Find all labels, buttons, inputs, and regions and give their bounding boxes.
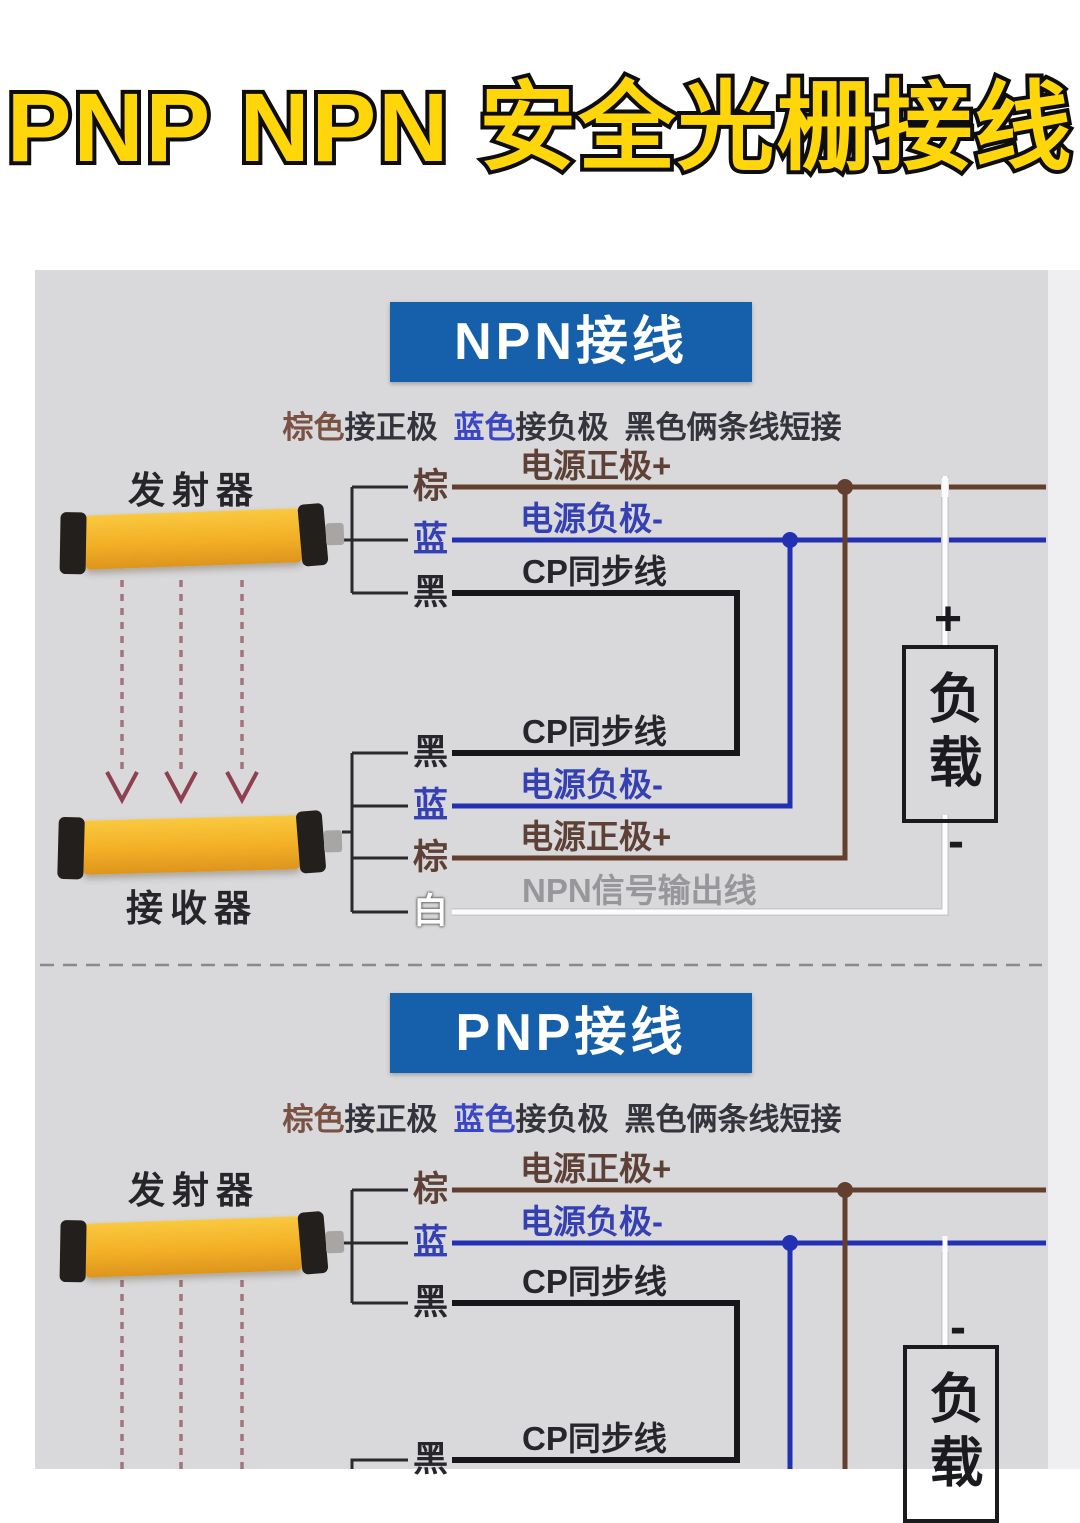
pnp-label-cp-sync: CP同步线	[522, 1263, 667, 1300]
pnp-transmitter-endcap-right	[297, 1210, 329, 1275]
npn-transmitter-bar	[59, 502, 345, 575]
npn-label-power-positive: 电源正极+	[520, 447, 672, 484]
pnp-subtitle: 棕色接正极蓝色接负极黑色俩条线短接	[202, 1094, 922, 1139]
pnp-transmitter-endcap-left	[59, 1219, 87, 1283]
npn-transmitter-label: 发射器	[128, 470, 260, 511]
pnp-subtitle-blue: 蓝色	[453, 1102, 516, 1137]
npn-terminal-brown: 棕	[413, 467, 449, 506]
npn-label-cp-sync: CP同步线	[522, 553, 667, 590]
pnp-load-minus-sign: -	[950, 1301, 966, 1354]
pnp-terminal-blue: 蓝	[413, 1223, 449, 1262]
wiring-infographic: { "title": "PNP NPN 安全光栅接线", "colors": {…	[2, 69, 1080, 1523]
npn-receiver-endcap-right	[295, 809, 327, 874]
pnp-transmitter-bar	[59, 1210, 345, 1283]
npn-subtitle-blue: 蓝色	[453, 410, 516, 445]
npn-subtitle: 棕色接正极蓝色接负极黑色俩条线短接	[202, 402, 922, 447]
pnp-subtitle-brown: 棕色	[282, 1102, 345, 1137]
pnp-load-box: 负载	[903, 1345, 999, 1523]
pnp-label-power-negative: 电源负极-	[520, 1203, 663, 1240]
npn-load-plus-sign: +	[933, 593, 963, 646]
npn-subtitle-brown: 棕色	[282, 410, 345, 445]
npn-label-power-positive-rx: 电源正极+	[520, 818, 672, 855]
npn-transmitter-endcap-left	[59, 511, 87, 575]
panel-right-margin	[1048, 270, 1080, 1469]
npn-receiver-endcap-left	[57, 816, 85, 880]
npn-load-minus-sign: -	[948, 815, 964, 868]
pnp-label-cp-sync-rx: CP同步线	[522, 1420, 667, 1457]
pnp-terminal-black: 黑	[413, 1283, 449, 1322]
npn-terminal-brown-rx: 棕	[413, 838, 449, 877]
pnp-terminal-black-rx: 黑	[413, 1440, 449, 1479]
npn-subtitle-part3: 接负极	[515, 410, 609, 445]
npn-terminal-blue: 蓝	[413, 520, 449, 559]
pnp-transmitter-label: 发射器	[128, 1170, 260, 1211]
pnp-transmitter-connector	[325, 1230, 345, 1254]
pnp-section-banner: PNP接线	[390, 993, 752, 1073]
pnp-label-power-positive: 电源正极+	[520, 1150, 672, 1187]
pnp-load-label: 负载	[921, 1370, 981, 1498]
npn-terminal-black-rx: 黑	[413, 733, 449, 772]
npn-receiver-connector	[323, 830, 343, 853]
pnp-subtitle-part1: 接正极	[344, 1102, 438, 1137]
npn-transmitter-endcap-right	[297, 502, 329, 567]
pnp-subtitle-part3: 接负极	[515, 1102, 609, 1137]
npn-transmitter-connector	[325, 522, 345, 546]
npn-subtitle-part4: 黑色俩条线短接	[624, 410, 842, 445]
npn-receiver-label: 接收器	[126, 888, 258, 929]
npn-label-signal-output: NPN信号输出线	[522, 872, 757, 909]
npn-section-banner: NPN接线	[390, 302, 752, 382]
pnp-terminal-brown: 棕	[413, 1170, 449, 1209]
npn-load-label: 负载	[920, 670, 980, 798]
npn-terminal-blue-rx: 蓝	[413, 786, 449, 825]
npn-label-cp-sync-rx: CP同步线	[522, 713, 667, 750]
npn-terminal-white-rx: 白	[413, 892, 449, 931]
npn-terminal-black: 黑	[413, 573, 449, 612]
page-title: PNP NPN 安全光栅接线	[3, 69, 1075, 186]
npn-load-box: 负载	[902, 645, 998, 823]
npn-label-power-negative: 电源负极-	[520, 500, 663, 537]
npn-receiver-bar	[57, 809, 343, 880]
pnp-subtitle-part4: 黑色俩条线短接	[624, 1102, 842, 1137]
npn-label-power-negative-rx: 电源负极-	[520, 766, 663, 803]
npn-subtitle-part1: 接正极	[344, 410, 438, 445]
